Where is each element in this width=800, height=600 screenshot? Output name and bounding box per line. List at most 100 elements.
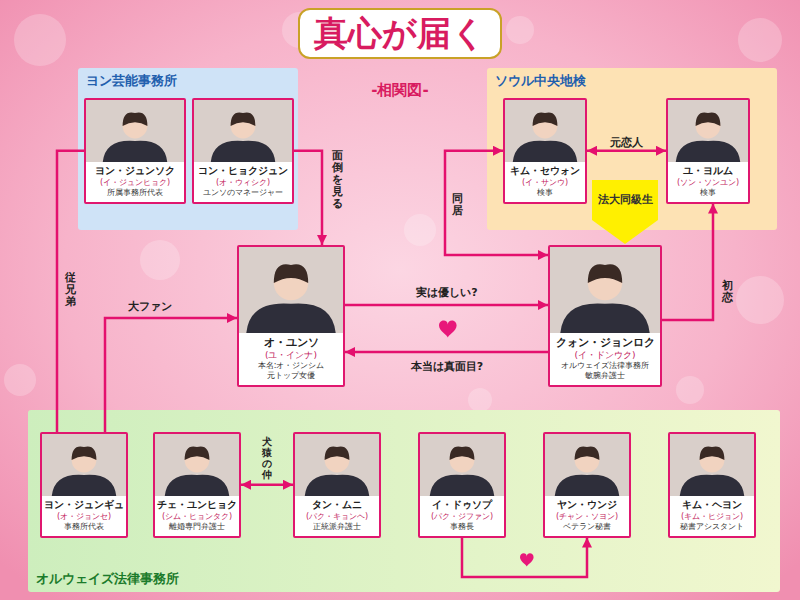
- portrait-illustration: [668, 100, 748, 162]
- callout-shape: [592, 180, 658, 244]
- character-name: タン・ムニ: [297, 499, 377, 512]
- relation-connector: [345, 351, 548, 354]
- relation-label-box: 犬猿の仲: [262, 436, 272, 480]
- actor-name: (シム・ヒョンタク): [157, 512, 237, 522]
- character-card: イ・ドゥソプ(パク・ジファン)事務長: [418, 432, 506, 538]
- title-box: 真心が届く: [0, 8, 800, 59]
- actor-name: (イ・ジュンヒョク): [88, 178, 182, 188]
- relation-label: 本当は真面目?: [411, 359, 483, 374]
- callout-badge: 法大同級生: [592, 180, 658, 244]
- actor-name: (イ・ドンウク): [552, 350, 658, 361]
- relation-label: 犬猿の仲: [262, 436, 272, 480]
- character-role: 検事: [507, 188, 583, 198]
- actor-name: (パク・キョンヘ): [297, 512, 377, 522]
- character-role: 所属事務所代表: [88, 188, 182, 198]
- character-card: コン・ヒョクジュン(オ・ウィシク)ユンソのマネージャー: [192, 98, 294, 204]
- character-role: オルウェイズ法律事務所 敏腕弁護士: [552, 361, 658, 381]
- portrait-illustration: [550, 247, 660, 333]
- relation-label: 従兄弟: [65, 272, 76, 308]
- chart-subtitle: -相関図-: [371, 81, 428, 100]
- card-body: キム・ヘヨン(キム・ヒジョン)秘書アシスタント: [670, 434, 754, 536]
- character-card: キム・セウォン(イ・サンウ)検事: [503, 98, 587, 204]
- relation-label-box: 元恋人: [610, 135, 643, 150]
- relation-label-box: 本当は真面目?: [411, 359, 483, 374]
- relation-connector: [294, 151, 322, 245]
- relation-label: 面倒を見る: [332, 150, 343, 210]
- panel-title: ヨン芸能事務所: [86, 72, 177, 90]
- relation-label-box: 同居: [452, 193, 463, 217]
- panel-title: ソウル中央地検: [495, 72, 586, 90]
- card-body: キム・セウォン(イ・サンウ)検事: [505, 100, 585, 202]
- relation-label: 初恋: [722, 280, 733, 304]
- relation-label-box: 実は優しい?: [416, 285, 477, 300]
- character-name: キム・ヘヨン: [672, 499, 752, 512]
- character-card: ヨン・ジュンソク(イ・ジュンヒョク)所属事務所代表: [84, 98, 186, 204]
- character-role: 検事: [670, 188, 746, 198]
- character-name: コン・ヒョクジュン: [196, 165, 290, 178]
- portrait-illustration: [42, 434, 126, 496]
- portrait-illustration: [420, 434, 504, 496]
- character-role: 事務所代表: [44, 522, 124, 532]
- portrait-illustration: [155, 434, 239, 496]
- character-name: オ・ユンソ: [241, 336, 341, 350]
- character-card: クォン・ジョンロク(イ・ドンウク)オルウェイズ法律事務所 敏腕弁護士: [548, 245, 662, 387]
- heart-icon: [439, 320, 457, 337]
- portrait-illustration: [670, 434, 754, 496]
- character-card: キム・ヘヨン(キム・ヒジョン)秘書アシスタント: [668, 432, 756, 538]
- actor-name: (オ・ジョンセ): [44, 512, 124, 522]
- portrait-illustration: [239, 247, 343, 333]
- portrait-illustration: [505, 100, 585, 162]
- actor-name: (ソン・ソンユン): [670, 178, 746, 188]
- relation-label-box: 初恋: [722, 280, 733, 304]
- character-role: ユンソのマネージャー: [196, 188, 290, 198]
- actor-name: (ユ・インナ): [241, 350, 341, 361]
- card-body: イ・ドゥソプ(パク・ジファン)事務長: [420, 434, 504, 536]
- character-name: キム・セウォン: [507, 165, 583, 178]
- panel-title: オルウェイズ法律事務所: [36, 570, 179, 588]
- card-body: オ・ユンソ(ユ・インナ)本名:オ・ジンシム 元トップ女優: [239, 247, 343, 385]
- character-role: 離婚専門弁護士: [157, 522, 237, 532]
- actor-name: (キム・ヒジョン): [672, 512, 752, 522]
- character-name: ヨン・ジュンソク: [88, 165, 182, 178]
- callout-text: 法大同級生: [592, 180, 658, 207]
- relation-label: 大ファン: [128, 299, 172, 314]
- bokeh-dots: [4, 12, 784, 412]
- character-role: 事務長: [422, 522, 502, 532]
- relation-label-box: 大ファン: [128, 299, 172, 314]
- character-card: オ・ユンソ(ユ・インナ)本名:オ・ジンシム 元トップ女優: [237, 245, 345, 387]
- character-role: 正統派弁護士: [297, 522, 377, 532]
- character-name: ヨン・ジュンギュ: [44, 499, 124, 512]
- character-name: ヤン・ウンジ: [547, 499, 627, 512]
- portrait-illustration: [194, 100, 292, 162]
- card-body: ユ・ヨルム(ソン・ソンユン)検事: [668, 100, 748, 202]
- relation-label: 同居: [452, 193, 463, 217]
- relation-label-box: 従兄弟: [65, 272, 76, 308]
- character-name: クォン・ジョンロク: [552, 336, 658, 350]
- relation-connector: [345, 304, 548, 307]
- character-name: ユ・ヨルム: [670, 165, 746, 178]
- character-card: ユ・ヨルム(ソン・ソンユン)検事: [666, 98, 750, 204]
- character-role: 本名:オ・ジンシム 元トップ女優: [241, 361, 341, 381]
- group-panel: ヨン芸能事務所ヨン・ジュンソク(イ・ジュンヒョク)所属事務所代表コン・ヒョクジュ…: [78, 68, 298, 230]
- chart-title: 真心が届く: [298, 8, 502, 59]
- character-role: 秘書アシスタント: [672, 522, 752, 532]
- relation-label-box: 面倒を見る: [332, 150, 343, 210]
- card-body: コン・ヒョクジュン(オ・ウィシク)ユンソのマネージャー: [194, 100, 292, 202]
- card-body: タン・ムニ(パク・キョンヘ)正統派弁護士: [295, 434, 379, 536]
- portrait-illustration: [545, 434, 629, 496]
- actor-name: (パク・ジファン): [422, 512, 502, 522]
- relation-label: 元恋人: [610, 135, 643, 150]
- character-card: ヨン・ジュンギュ(オ・ジョンセ)事務所代表: [40, 432, 128, 538]
- actor-name: (チャン・ソヨン): [547, 512, 627, 522]
- character-card: ヤン・ウンジ(チャン・ソヨン)ベテラン秘書: [543, 432, 631, 538]
- portrait-illustration: [295, 434, 379, 496]
- actor-name: (オ・ウィシク): [196, 178, 290, 188]
- character-name: チェ・ユンヒョク: [157, 499, 237, 512]
- card-body: ヨン・ジュンソク(イ・ジュンヒョク)所属事務所代表: [86, 100, 184, 202]
- group-panel: オルウェイズ法律事務所ヨン・ジュンギュ(オ・ジョンセ)事務所代表チェ・ユンヒョク…: [28, 410, 780, 592]
- character-name: イ・ドゥソプ: [422, 499, 502, 512]
- relation-label: 実は優しい?: [416, 285, 477, 300]
- card-body: ヤン・ウンジ(チャン・ソヨン)ベテラン秘書: [545, 434, 629, 536]
- character-role: ベテラン秘書: [547, 522, 627, 532]
